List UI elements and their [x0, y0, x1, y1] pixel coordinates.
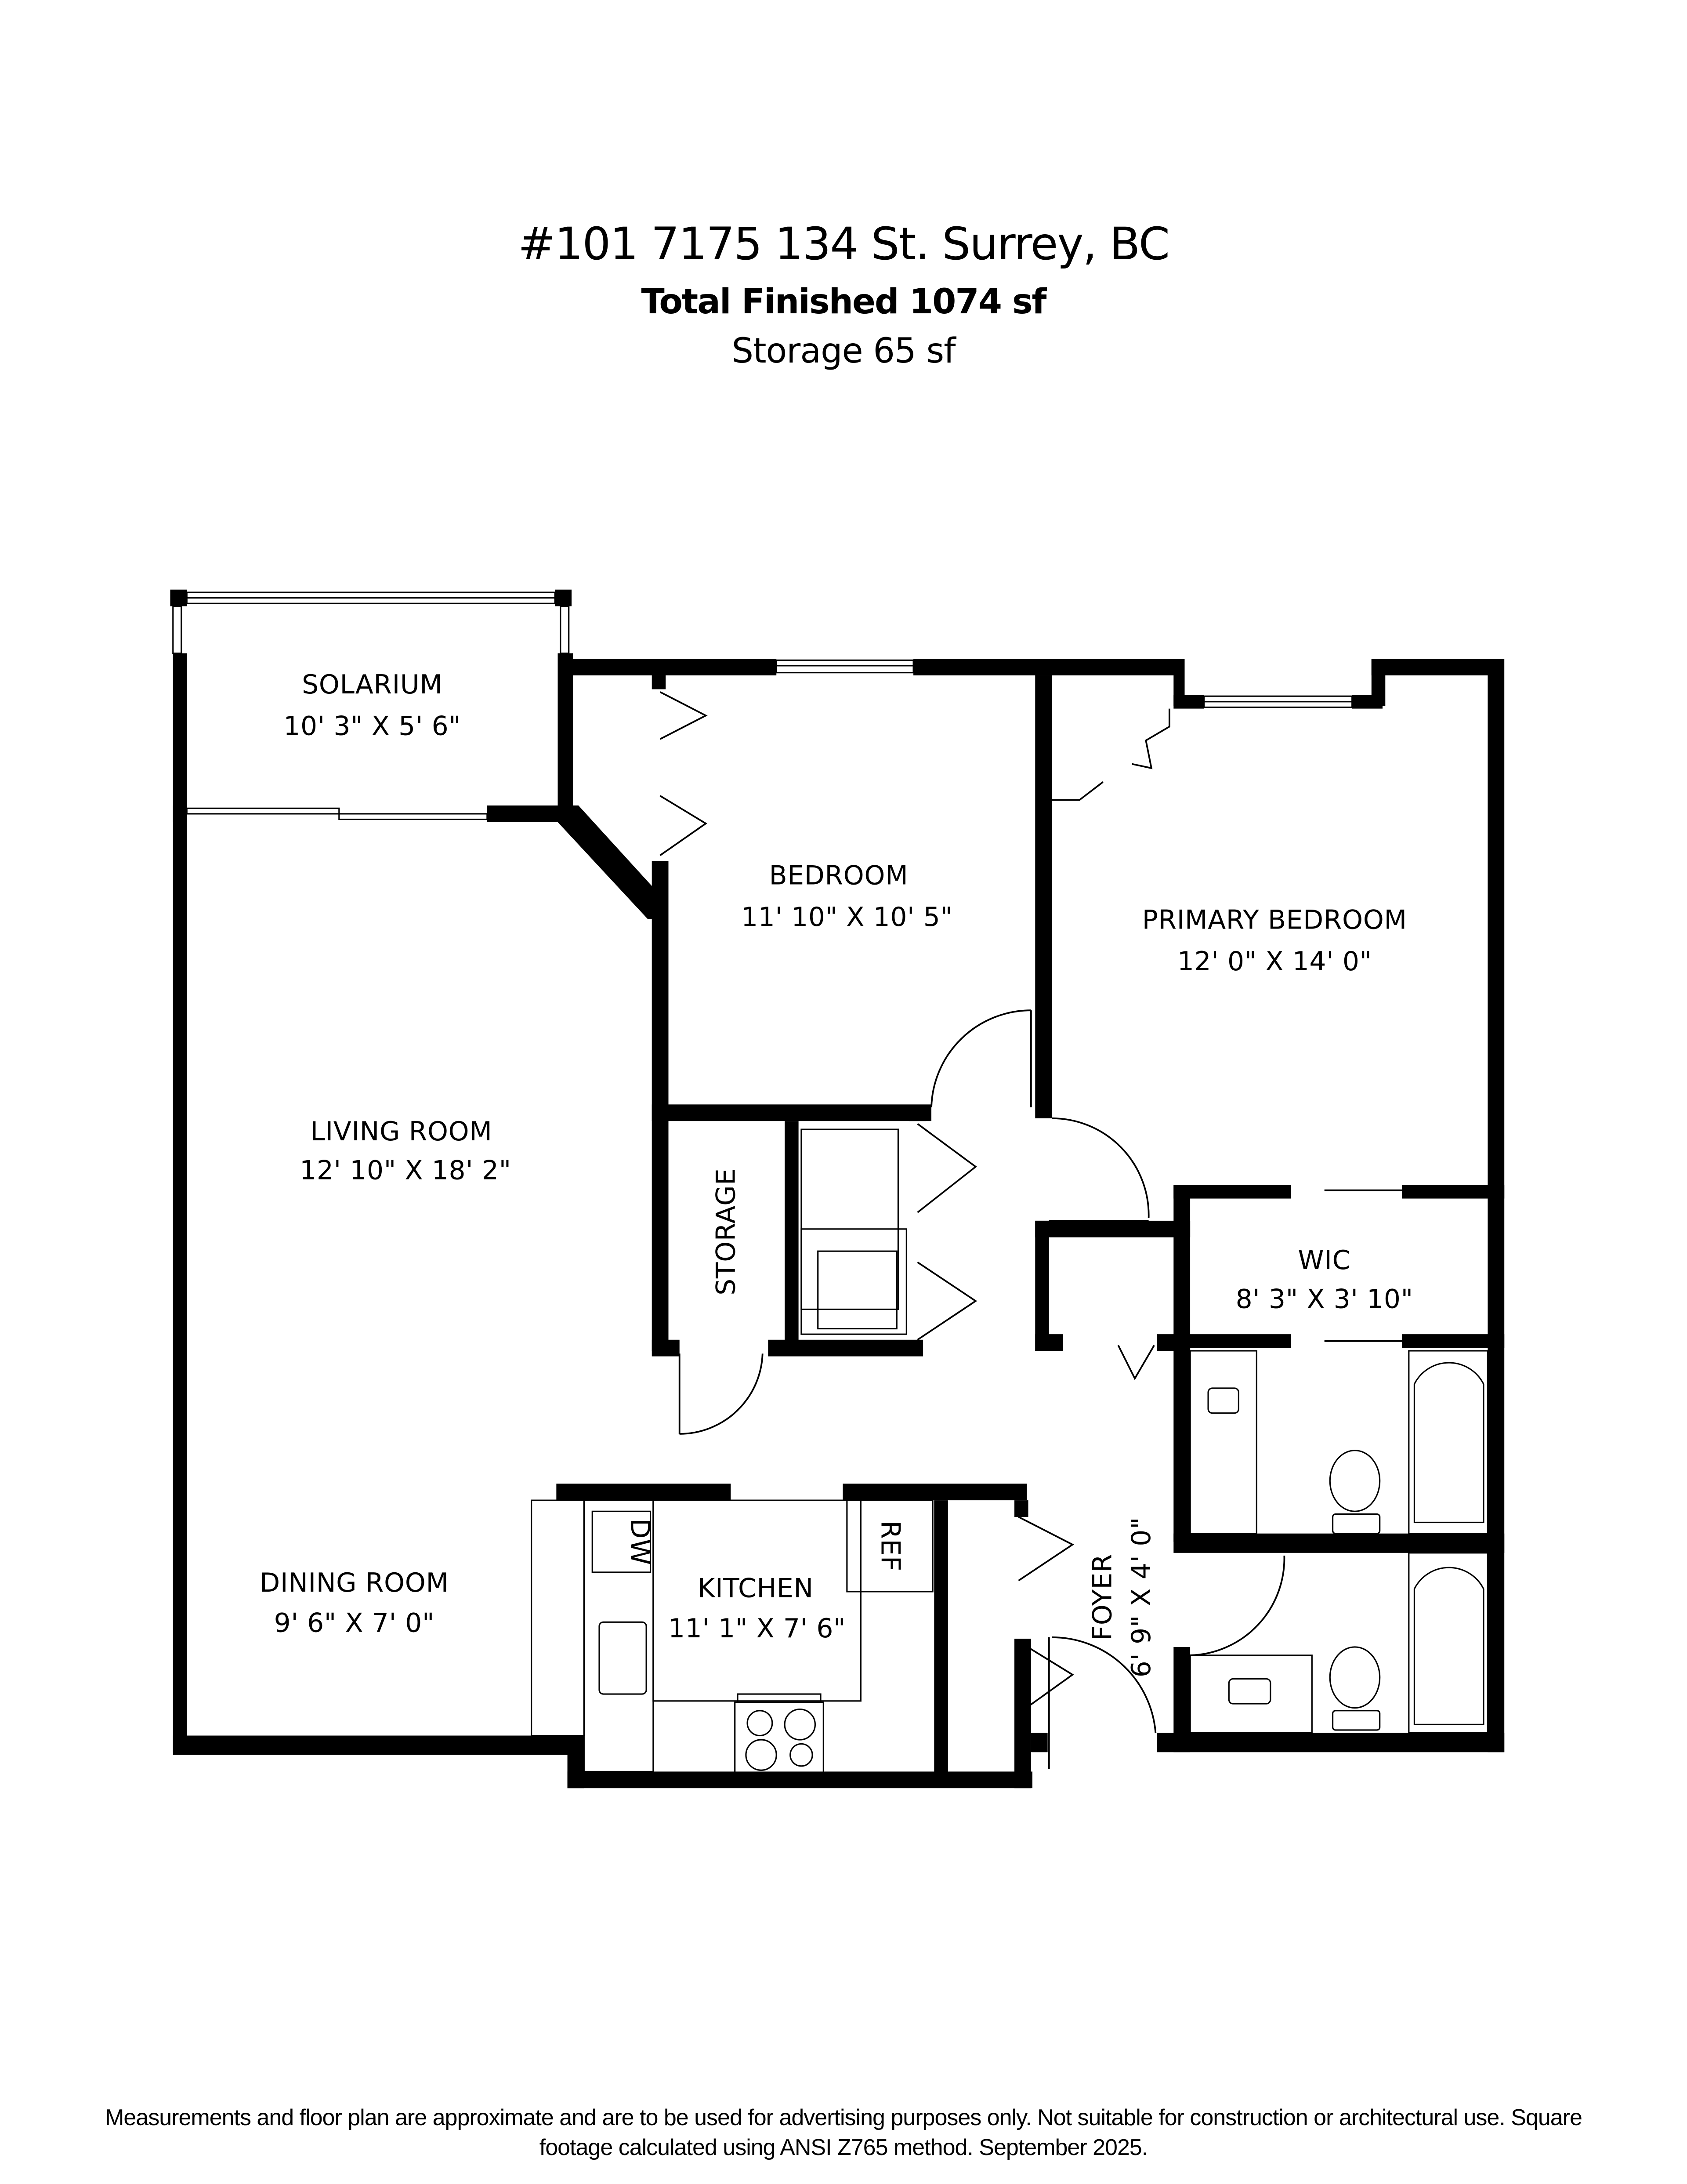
windows [172, 591, 1353, 820]
fixtures [531, 1128, 1488, 1775]
disclaimer: Measurements and floor plan are approxim… [0, 2103, 1687, 2162]
property-address: #101 7175 134 St. Surrey, BC [518, 218, 1170, 270]
room-labels: SOLARIUM 10' 3" X 5' 6" BEDROOM 11' 10" … [260, 669, 1413, 1677]
living-room-label: LIVING ROOM [311, 1116, 492, 1147]
kitchen-sink [598, 1621, 647, 1695]
disclaimer-line-1: Measurements and floor plan are approxim… [105, 2105, 1582, 2130]
bedroom-dims: 11' 10" X 10' 5" [741, 902, 953, 932]
kitchen-label: KITCHEN [698, 1573, 814, 1604]
dishwasher [591, 1510, 652, 1573]
solarium-label: SOLARIUM [302, 669, 442, 700]
total-finished-area: Total Finished 1074 sf [641, 282, 1047, 322]
stove [734, 1701, 824, 1775]
bedroom-label: BEDROOM [769, 860, 909, 891]
storage-label: STORAGE [711, 1168, 742, 1295]
solarium-dims: 10' 3" X 5' 6" [283, 711, 461, 741]
wic-dims: 8' 3" X 3' 10" [1236, 1284, 1413, 1314]
foyer-label: FOYER [1087, 1554, 1118, 1640]
dining-room-dims: 9' 6" X 7' 0" [274, 1607, 434, 1638]
storage-area: Storage 65 sf [731, 331, 956, 371]
wic-label: WIC [1298, 1245, 1350, 1276]
dishwasher-label: DW [624, 1518, 655, 1565]
primary-bedroom-label: PRIMARY BEDROOM [1142, 904, 1407, 935]
kitchen-dims: 11' 1" X 7' 6" [668, 1613, 846, 1644]
living-room-dims: 12' 10" X 18' 2" [300, 1155, 511, 1186]
doors [659, 691, 1453, 1769]
disclaimer-line-2: footage calculated using ANSI Z765 metho… [539, 2135, 1148, 2160]
primary-bedroom-dims: 12' 0" X 14' 0" [1177, 946, 1372, 977]
refrigerator [846, 1499, 934, 1593]
dining-room-label: DINING ROOM [260, 1567, 449, 1598]
foyer-dims: 6' 9" X 4' 0" [1126, 1517, 1157, 1677]
refrigerator-label: REF [875, 1520, 906, 1571]
